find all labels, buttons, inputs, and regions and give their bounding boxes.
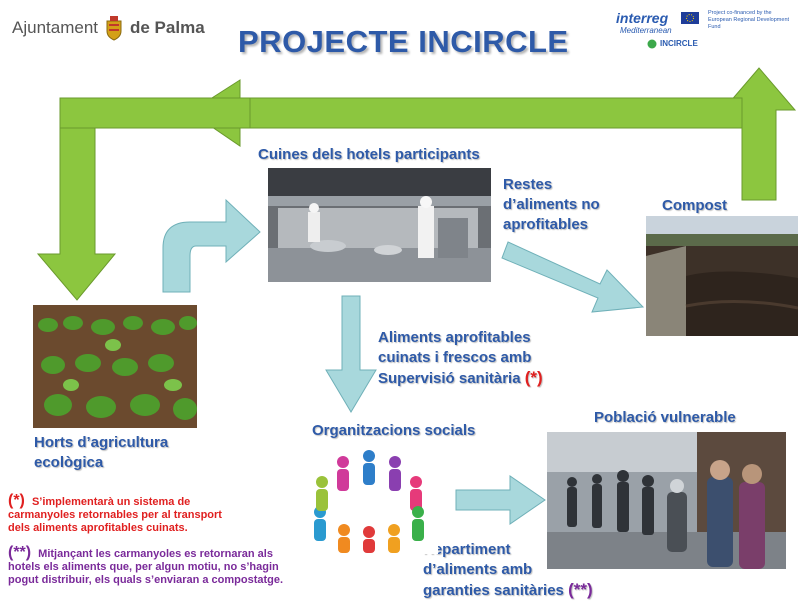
social-orgs-label: Organitzacions socials [312, 422, 476, 439]
vulnerable-label: Població vulnerable [594, 409, 736, 426]
footnote-2-text-1: Mitjançant les carmanyoles es retornaran… [38, 548, 273, 560]
usable-food-line-1: Aliments aprofitables [378, 329, 531, 346]
leftovers-line-1: Restes [503, 176, 553, 193]
teal-diag-arrow [501, 241, 645, 313]
people-circle-icon [300, 446, 438, 554]
distribution-label: Repartiment d’aliments amb garanties san… [423, 540, 593, 601]
leftovers-line-2: d’aliments no [503, 196, 600, 213]
footnote-1-text-3: dels aliments aprofitables cuinats. [8, 522, 188, 534]
footnote-1-text-1: S’implementarà un sistema de [31, 496, 191, 508]
vulnerable-photo [547, 432, 786, 569]
de-palma-text: de Palma [130, 18, 205, 37]
teal-right-arrow [455, 475, 546, 525]
teal-down-arrow [325, 295, 377, 413]
usable-food-line-3: Supervisió sanitària (*) [378, 368, 543, 389]
gardens-label: Horts d’agricultura ecològica [34, 433, 168, 473]
footnote-2: (**) Mitjançant les carmanyoles es retor… [8, 544, 308, 587]
gardens-line-2: ecològica [34, 454, 104, 471]
leftovers-label: Restes d’aliments no aprofitables [503, 175, 600, 235]
incircle-icon [647, 39, 657, 49]
compost-label: Compost [662, 197, 727, 214]
distribution-line-2: d’aliments amb [423, 561, 533, 578]
distribution-line-3: garanties sanitàries (**) [423, 580, 593, 601]
green-loop-arrow [36, 67, 797, 301]
page-title: PROJECTE INCIRCLE [238, 24, 569, 59]
ajuntament-logo: Ajuntament de Palma [12, 14, 205, 42]
usable-food-line-2: cuinats i frescos amb [378, 349, 532, 366]
footnote-1: (*) S’implementarà un sistema de carmany… [8, 492, 298, 535]
footnote-2-line-1: (**) Mitjançant les carmanyoles es retor… [8, 544, 308, 561]
coat-of-arms-icon [106, 16, 122, 41]
interreg-brand: interreg [616, 10, 669, 26]
interreg-sub: Mediterranean [620, 26, 672, 35]
footnote-1-mark: (*) [8, 492, 25, 509]
footnote-2-mark: (**) [8, 544, 32, 561]
footnote-1-line-1: (*) S’implementarà un sistema de [8, 492, 298, 509]
usable-food-label: Aliments aprofitables cuinats i frescos … [378, 328, 543, 389]
interreg-funding: Project co-financed by the European Regi… [708, 10, 790, 30]
social-orgs-photo [300, 446, 438, 554]
eu-flag-icon [681, 12, 699, 24]
distribution-mark: (**) [568, 580, 593, 599]
distribution-line-3-text: garanties sanitàries [423, 582, 564, 599]
distribution-line-1: Repartiment [423, 541, 511, 558]
teal-curve-arrow [162, 198, 261, 293]
footnote-1-text-2: carmanyoles retornables per al transport [8, 509, 222, 521]
usable-food-mark: (*) [524, 368, 543, 387]
gardens-photo [33, 305, 197, 428]
compost-photo [646, 216, 798, 336]
footnote-2-text-2: hotels els aliments que, per algun motiu… [8, 561, 279, 573]
interreg-logo: interreg Project co-financed by the Euro… [616, 10, 794, 54]
kitchen-photo [268, 168, 491, 282]
usable-food-line-3-text: Supervisió sanitària [378, 370, 521, 387]
footnote-2-text-3: pogut distribuir, els quals s’enviaran a… [8, 574, 284, 586]
leftovers-line-3: aprofitables [503, 216, 589, 233]
interreg-project: INCIRCLE [660, 39, 698, 48]
gardens-line-1: Horts d’agricultura [34, 434, 169, 451]
ajuntament-logo-text: Ajuntament [12, 18, 98, 37]
kitchens-label: Cuines dels hotels participants [258, 146, 480, 163]
